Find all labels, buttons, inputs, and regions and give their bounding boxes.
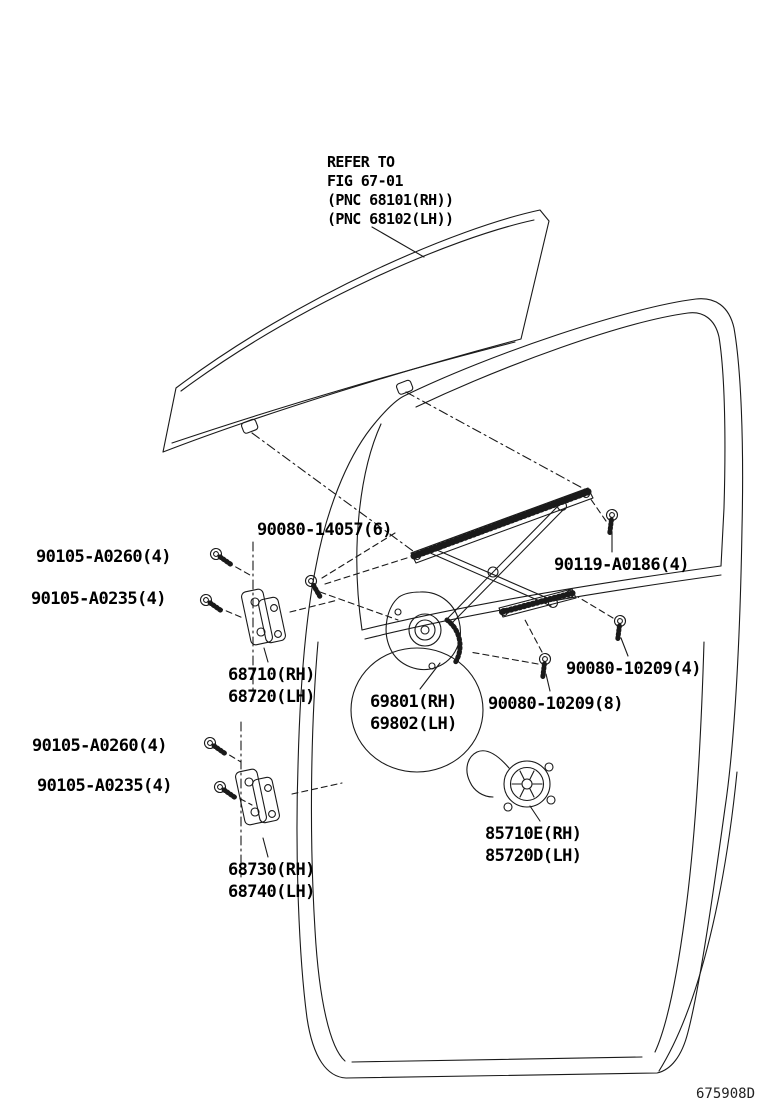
part-label-90105-a0235-upper: 90105-A0235(4) <box>31 589 166 609</box>
bolt-icon <box>208 546 234 569</box>
bolt-icon <box>198 592 224 615</box>
part-label-upper-hinge: 68710(RH) 68720(LH) <box>228 665 315 707</box>
part-label-90105-a0235-lower: 90105-A0235(4) <box>37 776 172 796</box>
bolt-icon <box>604 509 618 535</box>
leader-lines <box>216 226 629 878</box>
upper-door-hinge <box>240 587 287 647</box>
bolt-icon <box>612 615 626 641</box>
bolt-icon <box>202 735 228 758</box>
window-regulator-assembly <box>385 487 594 671</box>
part-label-regulator: 69801(RH) 69802(LH) <box>370 692 457 734</box>
part-label-90080-10209-4: 90080-10209(4) <box>566 659 701 679</box>
part-label-90080-14057: 90080-14057(6) <box>257 520 392 540</box>
part-label-90080-10209-8: 90080-10209(8) <box>488 694 623 714</box>
refer-note: REFER TO FIG 67-01 (PNC 68101(RH)) (PNC … <box>327 153 454 228</box>
door-access-hole <box>350 647 484 773</box>
glass-clip <box>240 418 259 434</box>
front-door-glass <box>162 209 550 453</box>
drawing-code: 675908D <box>696 1086 756 1102</box>
part-label-motor: 85710E(RH) 85720D(LH) <box>485 824 582 866</box>
power-window-motor <box>466 750 556 812</box>
part-label-90119-a0186: 90119-A0186(4) <box>554 555 689 575</box>
front-door-panel <box>296 298 744 1079</box>
part-label-90105-a0260-lower: 90105-A0260(4) <box>32 736 167 756</box>
bolt-icon <box>537 653 551 679</box>
part-label-lower-hinge: 68730(RH) 68740(LH) <box>228 860 315 902</box>
part-label-90105-a0260-upper: 90105-A0260(4) <box>36 547 171 567</box>
bolt-icon <box>212 779 238 802</box>
